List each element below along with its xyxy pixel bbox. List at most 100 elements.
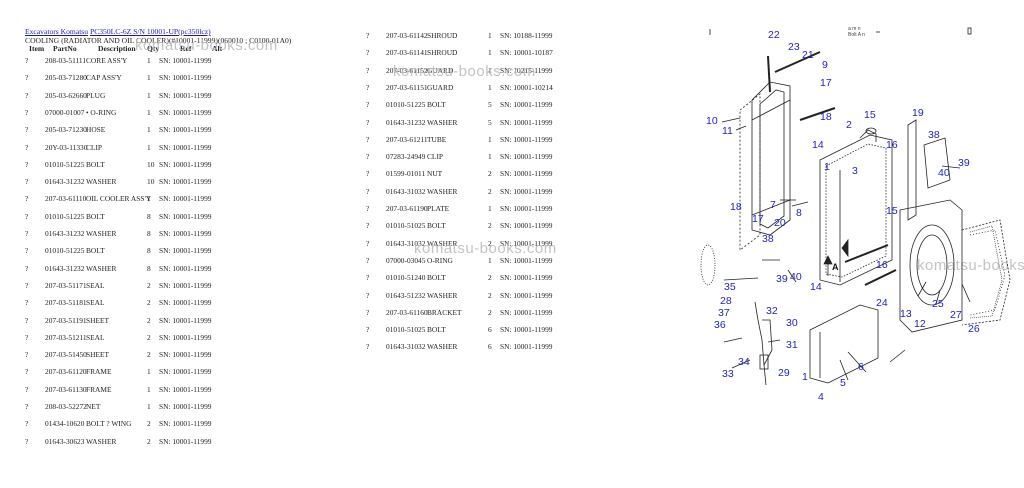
callout-label: 2 [846,119,852,131]
breadcrumb-link-excavators[interactable]: Excavators Komatsu [25,27,89,36]
callout-label: 10 [706,115,718,127]
callout-label: 40 [790,271,802,283]
row-description-cell: BOLT ? WING [86,419,132,429]
row-partno-cell: 01599-01011 [386,169,426,179]
col-qty: Qty [147,44,160,53]
row-partno-cell: 207-03-61142 [386,31,428,40]
diagram-marginal-note: a m n [848,26,861,32]
row-sn-cell: SN: 10001-11999 [159,402,212,411]
row-description-cell: SEAL [86,280,105,290]
callout-label: 33 [722,368,734,380]
row-sn-cell: SN: 10001-11999 [159,73,212,83]
callout-label: 38 [762,233,774,245]
row-item-cell: ? [366,221,370,231]
row-qty-cell: 2 [147,298,151,308]
row-sn-cell: SN: 10001-11999 [159,229,212,238]
row-item-cell: ? [366,31,370,40]
row-item-cell: ? [366,325,370,335]
row-item-cell: ? [25,73,29,83]
row-sn-cell: SN: 10001-11999 [159,90,212,100]
row-description-cell: CLIP [86,142,103,152]
row-qty-cell: 6 [488,325,492,335]
row-qty-cell: 2 [147,280,151,290]
row-partno-cell: 01643-31032 [386,186,426,196]
callout-label: 26 [968,323,980,335]
callout-label: 40 [938,167,950,179]
row-partno-cell: 205-03-71230 [45,125,87,135]
callout-label: 11 [722,125,733,137]
row-description-cell: WASHER [427,186,458,196]
breadcrumb: Excavators Komatsu PC350LC-6Z S/N 10001-… [25,27,291,36]
row-item-cell: ? [25,246,29,256]
row-description-cell: BOLT [427,100,446,110]
row-item-cell: ? [25,350,29,360]
row-partno-cell: 207-03-61130 [45,384,87,394]
callout-label: 12 [914,318,926,330]
callout-label: 4 [818,391,824,403]
row-qty-cell: 2 [147,350,151,360]
diagram-corner-mark [967,27,972,35]
support-bracket [907,119,951,221]
row-description-cell: PLATE [427,204,450,213]
row-description-cell: SHROUD [427,48,458,58]
row-description-cell: TUBE [427,134,447,144]
row-qty-cell: 1 [488,82,492,92]
row-description-cell: BOLT [427,273,446,283]
row-sn-cell: SN: 10001-11999 [159,419,212,429]
col-item: Item [29,44,45,53]
row-partno-cell: 208-03-51111 [45,56,87,65]
row-qty-cell: 1 [147,125,151,135]
row-partno-cell: 207-03-61152 [386,65,428,75]
row-sn-cell: SN: 10001-11999 [159,56,212,65]
row-sn-cell: SN: 10001-11999 [500,100,553,110]
row-qty-cell: 8 [147,263,151,273]
col-description: Description [98,44,136,53]
row-qty-cell: 2 [147,419,151,429]
row-partno-cell: 207-03-61120 [45,367,87,377]
breadcrumb-link-model[interactable]: PC350LC-6Z S/N 10001-UP(pc350lcz) [89,27,211,36]
